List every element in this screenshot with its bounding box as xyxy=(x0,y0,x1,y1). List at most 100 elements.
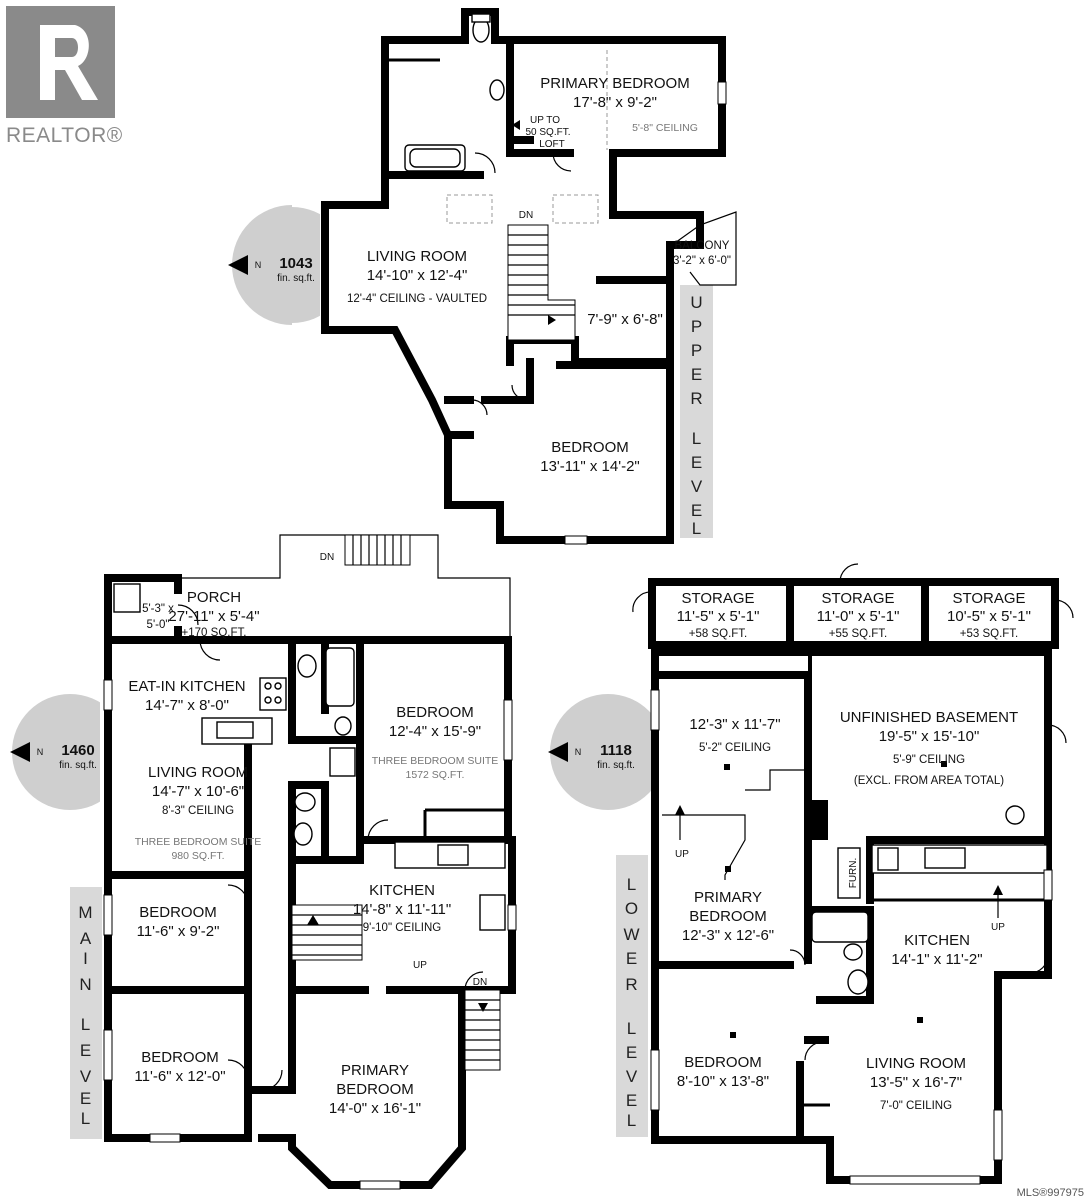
kitchen-sink-icon xyxy=(924,847,966,869)
upper-living-room-name: LIVING ROOM xyxy=(367,248,467,265)
water-heater-icon xyxy=(1005,805,1025,825)
upper-primary-bedroom-dim: 17'-8" x 9'-2" xyxy=(573,94,657,111)
upper-label-char: L xyxy=(692,519,702,538)
door-swing-icon xyxy=(471,399,488,416)
lower-label-char: E xyxy=(626,1091,638,1110)
skylight-icon xyxy=(552,194,599,224)
main-kitchen-dim: 14'-8" x 11'-11" xyxy=(353,901,451,918)
balcony-name: BALCONY xyxy=(675,240,730,252)
suite-980-label: THREE BEDROOM SUITE xyxy=(135,836,262,848)
basement-exclusion-note: (EXCL. FROM AREA TOTAL) xyxy=(854,775,1004,787)
upper-bedroom-dim: 13'-11" x 14'-2" xyxy=(540,458,640,475)
sink-icon xyxy=(489,79,505,101)
main-bedroom-right-name: BEDROOM xyxy=(396,704,474,721)
north-label: N xyxy=(575,747,582,757)
main-primary-bedroom-name-2: BEDROOM xyxy=(336,1081,414,1098)
lower-living-room-dim: 13'-5" x 16'-7" xyxy=(870,1074,962,1091)
eat-in-kitchen-name: EAT-IN KITCHEN xyxy=(128,678,245,695)
lower-primary-bedroom-name-2: BEDROOM xyxy=(689,908,767,925)
door-swing-icon xyxy=(464,971,484,991)
upper-level-label: U P P E R L E V E L xyxy=(690,293,703,538)
area-circle xyxy=(12,694,128,810)
lower-bedroom-dim: 8'-10" x 13'-8" xyxy=(677,1073,769,1090)
window-icon xyxy=(717,81,727,105)
kitchen-sink-icon xyxy=(479,894,506,931)
porch-name: PORCH xyxy=(187,589,241,606)
porch-stairs: DN xyxy=(320,534,411,566)
lower-upper-room-dim: 12'-3" x 11'-7" xyxy=(689,716,780,733)
upper-primary-bedroom-name: PRIMARY BEDROOM xyxy=(540,75,689,92)
window-icon xyxy=(993,1109,1003,1161)
upper-area-unit: fin. sq.ft. xyxy=(277,273,315,284)
north-arrow-icon xyxy=(548,742,568,762)
main-label-char: N xyxy=(79,975,92,994)
suite-1572-label: THREE BEDROOM SUITE xyxy=(372,755,499,767)
main-label-char: V xyxy=(80,1067,92,1086)
lower-living-room-name: LIVING ROOM xyxy=(866,1055,966,1072)
light-fixture-icon xyxy=(724,764,730,770)
upper-area-value: 1043 xyxy=(279,255,312,272)
main-area-unit: fin. sq.ft. xyxy=(59,760,97,771)
main-closet-dim-2: 5'-0" xyxy=(147,619,170,631)
storage-3-area: +53 SQ.FT. xyxy=(960,628,1018,640)
main-exterior-wall xyxy=(104,574,516,1189)
stair-arrow-icon xyxy=(307,915,319,925)
lower-label-char: L xyxy=(627,875,637,894)
upper-bedroom-name: BEDROOM xyxy=(551,439,629,456)
window-icon xyxy=(103,894,113,936)
main-living-room-name: LIVING ROOM xyxy=(148,764,248,781)
lower-primary-bedroom-dim: 12'-3" x 12'-6" xyxy=(682,927,774,944)
upper-primary-bedroom-ceiling: 5'-8" CEILING xyxy=(632,122,698,134)
upper-label-char: P xyxy=(691,317,703,336)
stairs-dn-label: DN xyxy=(519,210,533,221)
lower-living-room-ceiling: 7'-0" CEILING xyxy=(880,1100,952,1112)
realtor-logo[interactable]: REALTOR® xyxy=(6,6,123,147)
basement-ceiling: 5'-9" CEILING xyxy=(893,754,965,766)
toilet-icon xyxy=(294,792,316,812)
porch-dim: 27'-11" x 5'-4" xyxy=(168,608,259,625)
main-area-badge: N 1460 fin. sq.ft. xyxy=(10,690,140,820)
basement-name: UNFINISHED BASEMENT xyxy=(840,709,1018,726)
balcony-dim: 3'-2" x 6'-0" xyxy=(673,255,731,267)
stair-arrow-icon xyxy=(993,885,1003,895)
main-primary-bedroom-name-1: PRIMARY xyxy=(341,1062,409,1079)
window-icon xyxy=(503,699,513,761)
skylight-icon xyxy=(446,194,493,224)
lower-wall-thin xyxy=(800,898,1048,1107)
main-bedroom-b-dim: 11'-6" x 12'-0" xyxy=(134,1068,225,1085)
upper-label-char: U xyxy=(690,293,703,312)
porch-outline xyxy=(108,534,511,640)
lower-label-char: R xyxy=(625,975,638,994)
storage-2-dim: 11'-0" x 5'-1" xyxy=(817,608,900,625)
stove-icon xyxy=(437,844,469,866)
lower-label-char: W xyxy=(623,925,640,944)
door-swing-icon xyxy=(367,819,389,841)
upper-living-room-dim: 14'-10" x 12'-4" xyxy=(367,267,468,284)
furnace-icon xyxy=(837,847,861,899)
toilet-icon xyxy=(297,654,317,678)
lower-bedroom-name: BEDROOM xyxy=(684,1054,762,1071)
door-swing-icon xyxy=(1047,724,1067,744)
lower-area-unit: fin. sq.ft. xyxy=(597,760,635,771)
door-swing-icon xyxy=(1029,954,1049,974)
structural-column xyxy=(808,800,828,840)
upper-label-char: L xyxy=(692,429,702,448)
lower-label-char: L xyxy=(627,1019,637,1038)
lower-kitchen-up-label: UP xyxy=(991,922,1005,933)
stair-arrow-icon xyxy=(478,1003,488,1012)
bathtub-icon xyxy=(325,647,355,707)
main-level-plan: M A I N L E V E L N 1460 fin. sq.ft. DN xyxy=(10,534,517,1190)
window-icon xyxy=(650,1049,660,1111)
stair-arrow-icon xyxy=(675,805,685,815)
door-swing-icon xyxy=(474,152,496,174)
loft-arrow-icon xyxy=(512,120,520,130)
upper-interior-wall xyxy=(381,36,674,439)
main-stairs-dn-label: DN xyxy=(473,977,487,988)
storage-1-area: +58 SQ.FT. xyxy=(689,628,747,640)
storage-1-dim: 11'-5" x 5'-1" xyxy=(677,608,760,625)
main-level-label-bar xyxy=(70,887,102,1139)
mls-number: MLS®997975 xyxy=(1017,1187,1084,1199)
suite-980-area: 980 SQ.FT. xyxy=(171,850,224,862)
storage-walls xyxy=(648,578,1059,649)
